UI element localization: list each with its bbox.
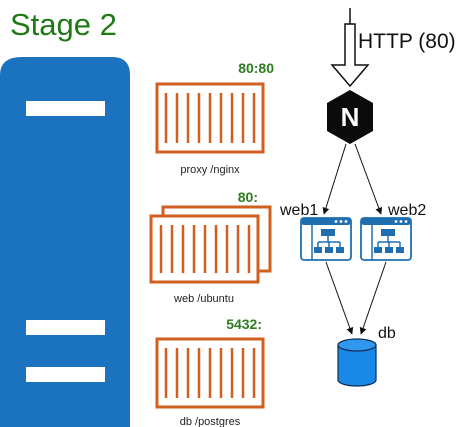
edge-web1-db — [325, 261, 354, 335]
db-label: db — [378, 325, 396, 342]
container-caption-proxy: proxy /nginx — [180, 164, 240, 176]
stage-title: Stage 2 — [10, 7, 117, 42]
edge-nginx-web2 — [354, 143, 383, 215]
http-label: HTTP (80) — [358, 30, 456, 53]
web-app-sitemap-icon — [360, 217, 412, 261]
port-label-db: 5432: — [226, 316, 262, 332]
port-label-proxy: 80:80 — [238, 60, 274, 76]
container-proxy: 80:80 proxy /nginx — [155, 60, 274, 176]
edge-web2-db — [359, 261, 387, 335]
container-icon — [155, 82, 265, 154]
nginx-logo-icon: N — [327, 90, 373, 144]
http-ingress-arrow — [330, 8, 370, 88]
container-icon — [155, 337, 265, 409]
container-web: 80: web /ubuntu — [149, 189, 272, 305]
stacked-container-icon — [149, 205, 272, 284]
nginx-letter: N — [341, 102, 360, 132]
edge-nginx-web1 — [322, 143, 347, 215]
server-icon — [0, 57, 130, 427]
web2-label: web2 — [387, 202, 426, 219]
container-db: 5432: db /postgres — [155, 316, 265, 427]
database-cylinder-icon — [337, 338, 377, 387]
port-label-web: 80: — [238, 189, 258, 205]
container-caption-db: db /postgres — [180, 416, 241, 427]
web1-label: web1 — [279, 202, 318, 219]
container-caption-web: web /ubuntu — [173, 293, 234, 305]
web-app-sitemap-icon — [300, 217, 352, 261]
